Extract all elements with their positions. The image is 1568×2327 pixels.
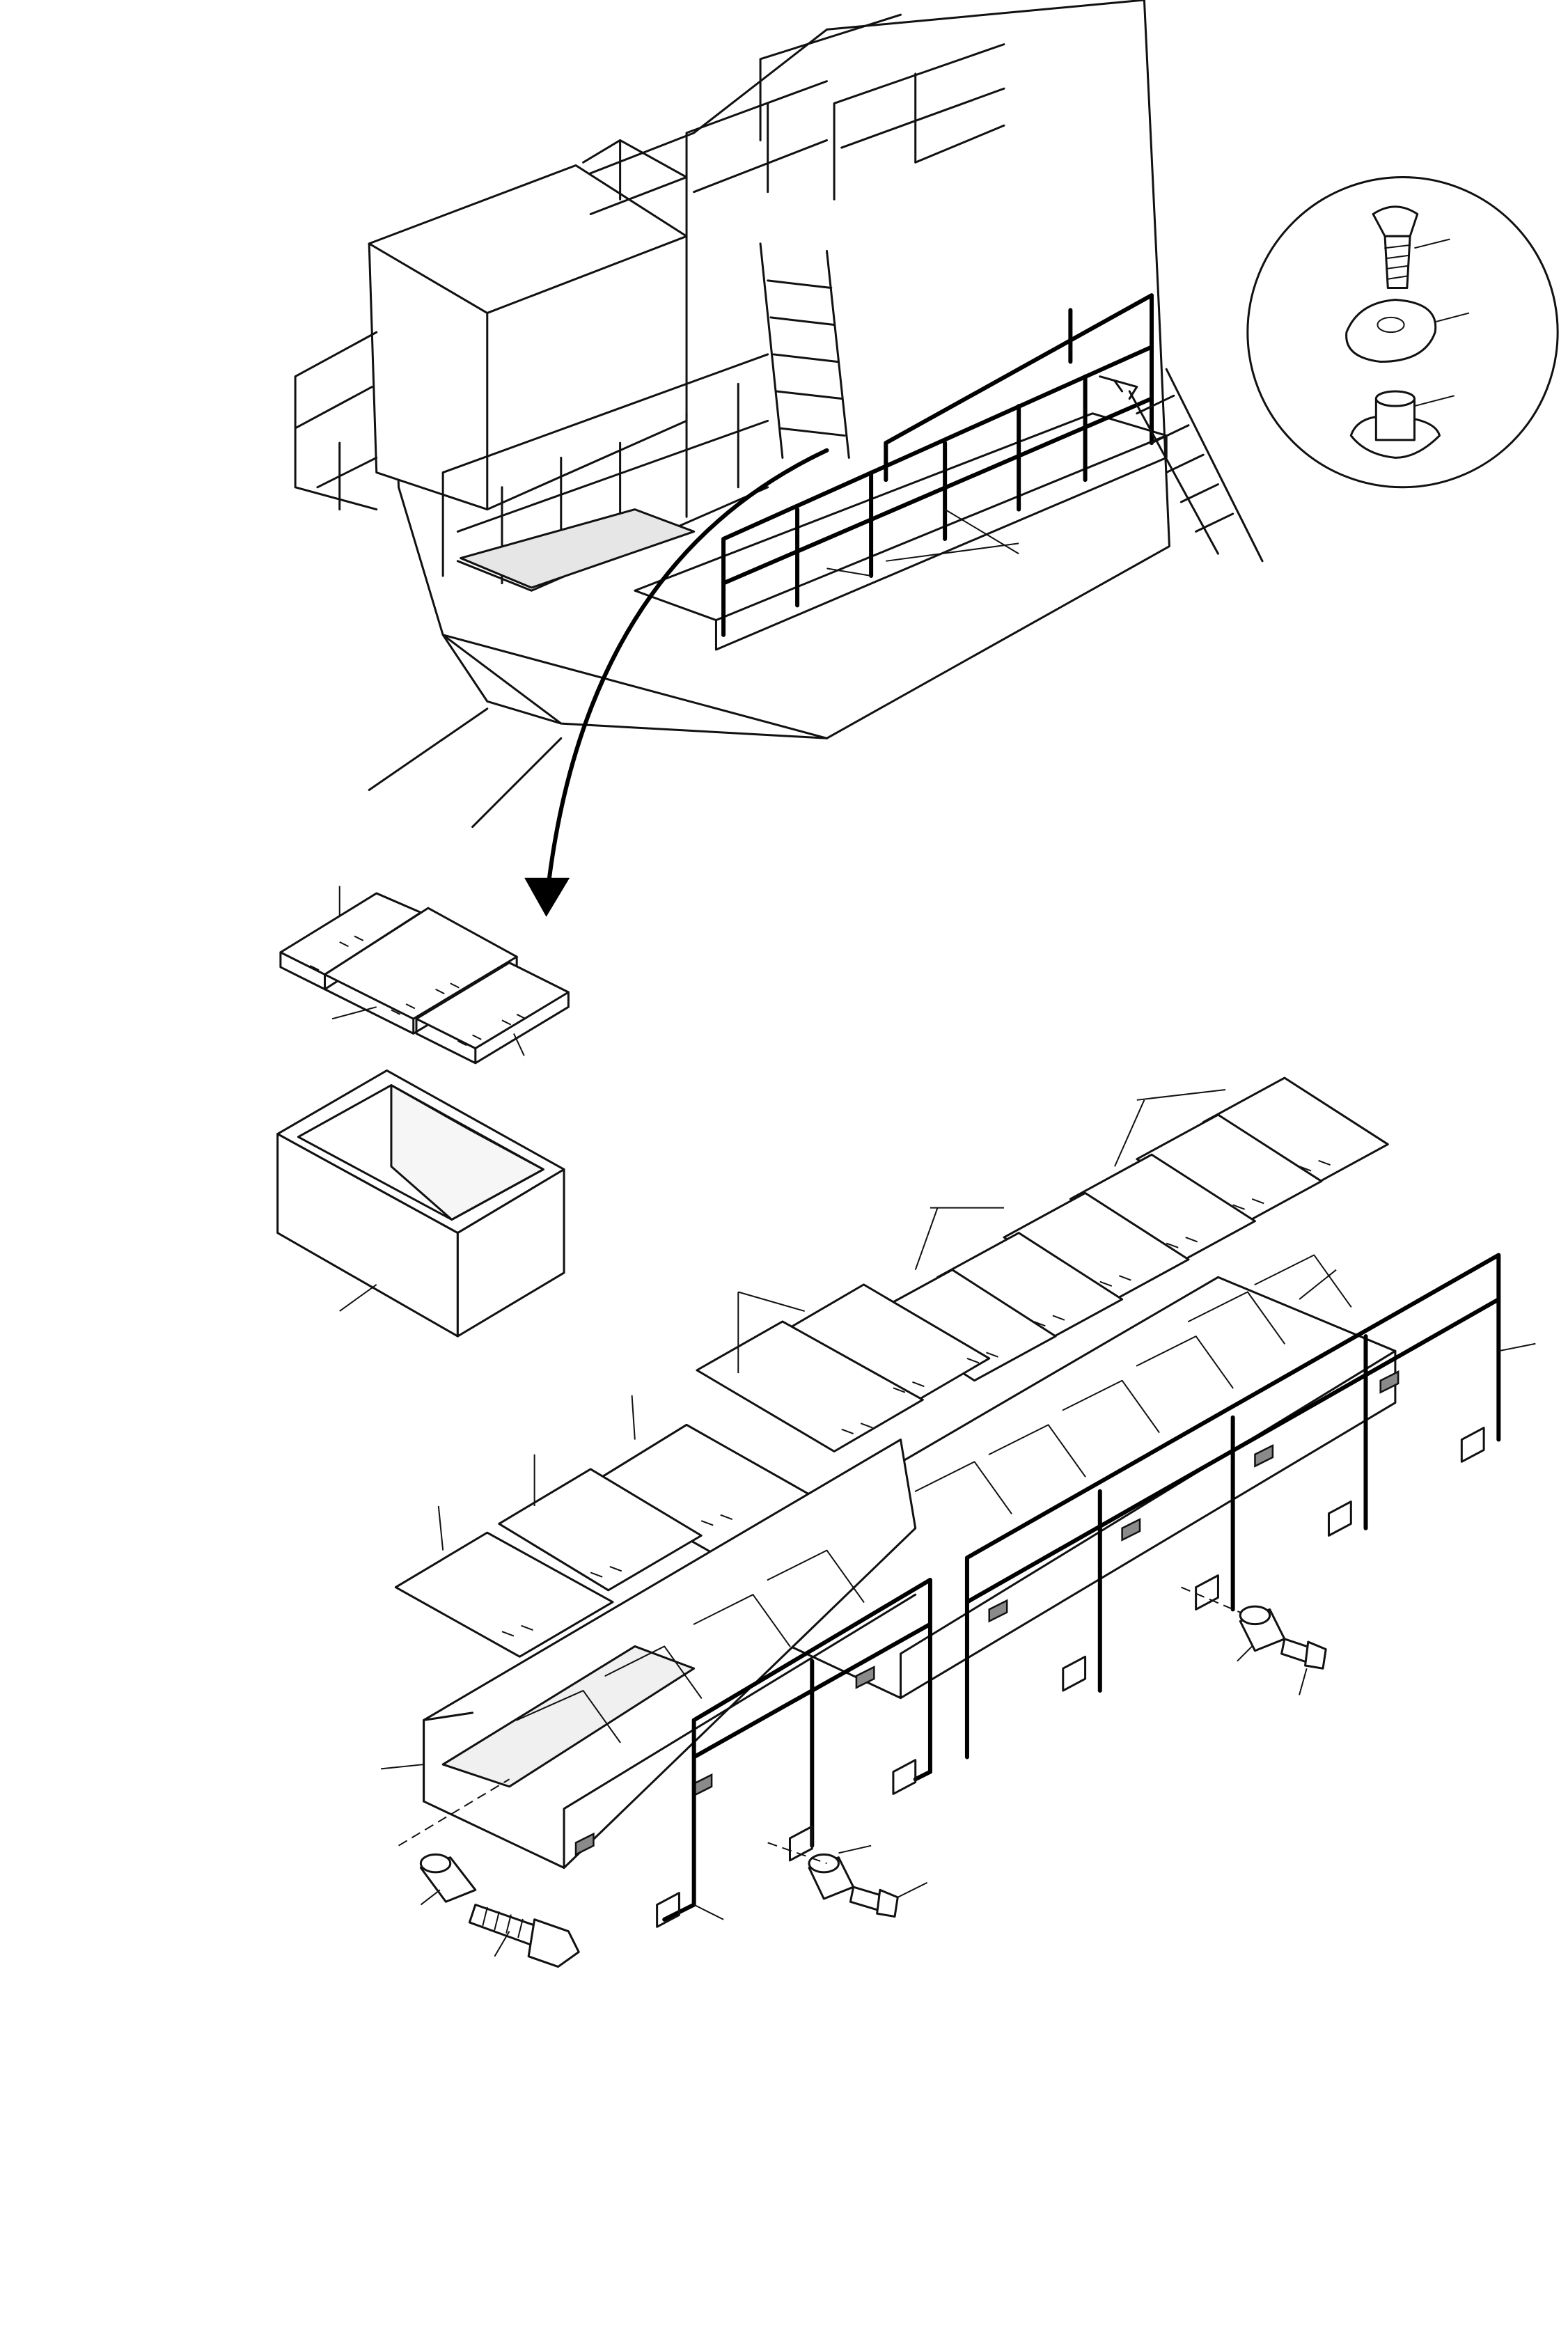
upper-plate-row xyxy=(697,1078,1388,1452)
countersunk-screw-icon xyxy=(1373,207,1418,288)
walkway-railing xyxy=(657,1255,1536,1927)
curved-arrow-down-icon xyxy=(526,450,827,916)
inner-ladder xyxy=(760,244,849,457)
walkway-assembly-highlight xyxy=(635,295,1166,650)
weld-nut-icon xyxy=(1351,391,1439,457)
hex-bolt-icon xyxy=(469,1905,579,1967)
open-top-box xyxy=(278,1070,564,1336)
engine-housing-box xyxy=(369,166,687,510)
lower-plate-row xyxy=(395,1395,809,1656)
upper-railing xyxy=(687,15,1004,236)
mounting-hardware xyxy=(399,1588,1326,1967)
eccentric-washer-icon xyxy=(1347,299,1436,361)
bushing-icon xyxy=(421,1854,475,1902)
rear-left-railing xyxy=(295,332,377,509)
hex-bolt-icon xyxy=(1282,1639,1326,1668)
bushing-icon xyxy=(809,1854,854,1899)
central-stair-railing xyxy=(443,354,768,590)
machine-assembly-view xyxy=(295,0,1262,827)
external-ladder xyxy=(1129,369,1262,561)
machine-lower-hopper xyxy=(369,635,826,827)
small-floor-plates xyxy=(281,886,569,1063)
fastener-detail-circle xyxy=(1248,177,1558,487)
hex-bolt-icon xyxy=(850,1887,897,1916)
bushing-icon xyxy=(1240,1606,1285,1651)
